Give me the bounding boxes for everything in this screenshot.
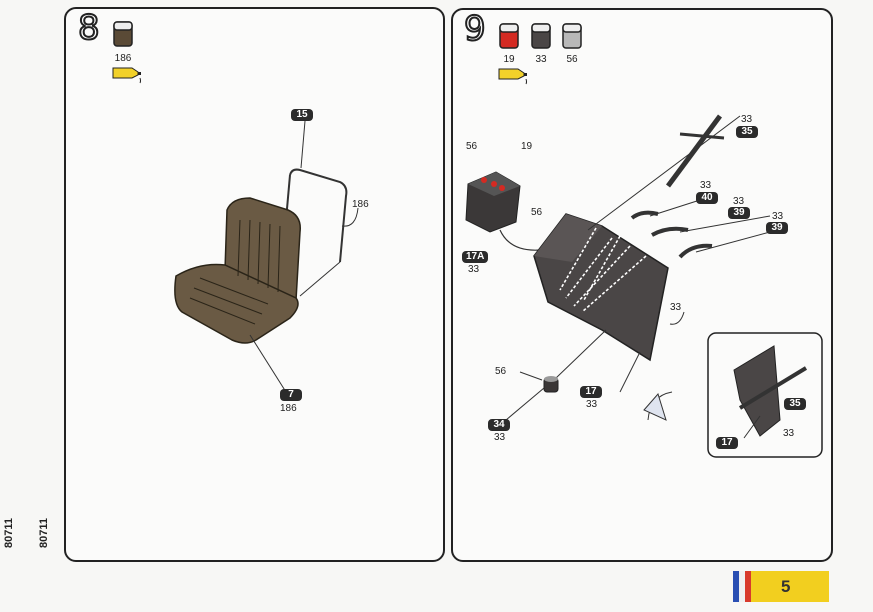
- paint-code-33: 33: [535, 54, 547, 65]
- lever-b-paint-code: 33: [733, 196, 745, 207]
- part-tag-lever-a: 40: [696, 192, 718, 204]
- part-tag-seat: 7: [280, 389, 302, 401]
- part-tag-backrest: 15: [291, 109, 313, 121]
- dash-assembly-drawing: [465, 114, 771, 421]
- inset-paint-code: 33: [783, 428, 795, 439]
- paint-pot-grey-icon: [562, 22, 582, 49]
- panel-callout-code: 33: [670, 302, 682, 313]
- box-lights-code: 19: [521, 141, 533, 152]
- lever-a-paint-code: 33: [700, 180, 712, 191]
- box-top-paint-code: 56: [466, 141, 478, 152]
- step-8-number: 8: [77, 8, 101, 48]
- glue-tube-icon: [498, 67, 527, 89]
- panel-paint-code: 33: [586, 399, 598, 410]
- page-number: 5: [751, 571, 829, 602]
- seat-paint-code: 186: [280, 403, 297, 414]
- backrest-paint-code: 186: [352, 199, 369, 210]
- paint-code: 186: [114, 53, 132, 64]
- flag-stripe-red: [745, 571, 751, 602]
- box-side-paint-code: 56: [531, 207, 543, 218]
- step-9-number: 9: [463, 9, 487, 49]
- seat-drawing: [174, 120, 359, 393]
- paint-pot-red-icon: [499, 22, 519, 49]
- page-number-badge: 5: [733, 571, 829, 602]
- part-tag-box: 17A: [462, 251, 489, 263]
- part-tag-panel: 17: [580, 386, 602, 398]
- box-paint-code: 33: [468, 264, 480, 275]
- rod-paint-code: 33: [741, 114, 753, 125]
- part-tag-rod: 35: [736, 126, 758, 138]
- part-tag-knob: 34: [488, 419, 510, 431]
- glue-tube-icon: [112, 66, 141, 88]
- knob-top-paint-code: 56: [495, 366, 507, 377]
- inset-tag-rod: 35: [784, 398, 806, 410]
- paint-pot-icon: [113, 20, 133, 47]
- flag-stripe-blue: [733, 571, 739, 602]
- paint-pot-dark-icon: [531, 22, 551, 49]
- inset-tag-panel: 17: [716, 437, 738, 449]
- paint-code-19: 19: [503, 54, 515, 65]
- part-tag-lever-c: 39: [766, 222, 788, 234]
- paint-code-56: 56: [566, 54, 578, 65]
- part-tag-lever-b: 39: [728, 207, 750, 219]
- flag-stripe-white: [739, 571, 745, 602]
- knob-paint-code: 33: [494, 432, 506, 443]
- inset-detail: [707, 332, 823, 458]
- lever-c-paint-code: 33: [772, 211, 784, 222]
